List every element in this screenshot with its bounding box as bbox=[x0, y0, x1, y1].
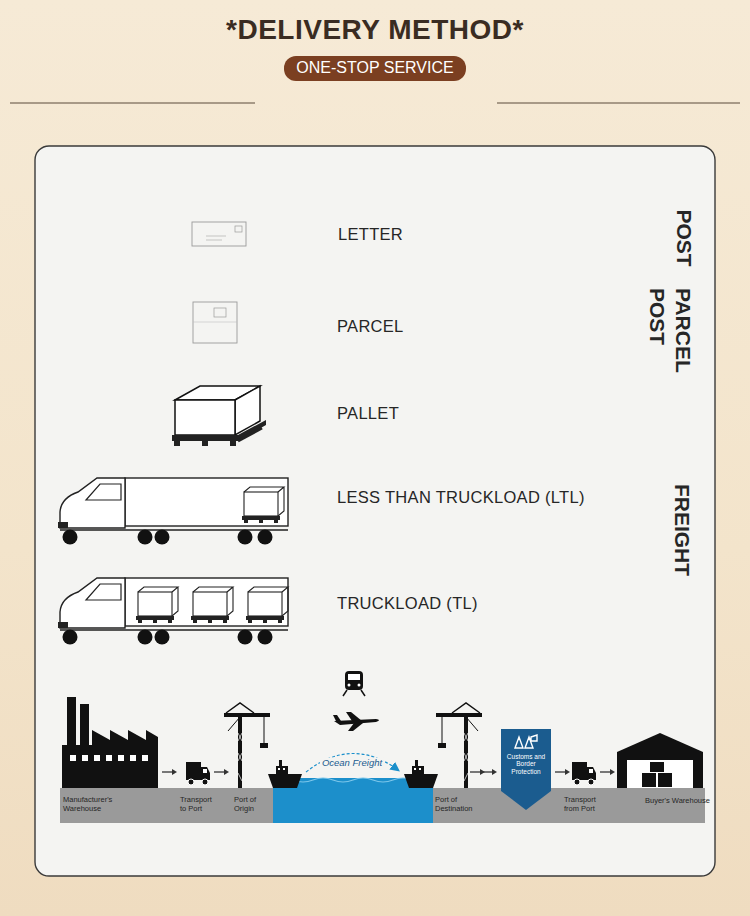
page-title: *DELIVERY METHOD* bbox=[226, 14, 524, 46]
step-label: Port of Origin bbox=[234, 796, 268, 813]
category-label: PARCEL POST bbox=[644, 288, 697, 378]
service-pill-text: ONE-STOP SERVICE bbox=[296, 59, 453, 77]
step-label: Port of Destination bbox=[435, 796, 481, 813]
method-label: LESS THAN TRUCKLOAD (LTL) bbox=[337, 488, 585, 507]
customs-badge: Customs and Border Protection bbox=[501, 729, 551, 810]
category-label: POST bbox=[672, 209, 696, 266]
step-label: Manufacturer's Warehouse bbox=[63, 796, 117, 813]
method-label: TRUCKLOAD (TL) bbox=[337, 594, 478, 613]
route-label: Ocean Freight bbox=[320, 758, 384, 769]
step-label: Transport from Port bbox=[564, 796, 608, 813]
step-label: Transport to Port bbox=[180, 796, 220, 813]
method-label: LETTER bbox=[338, 225, 403, 244]
method-label: PALLET bbox=[337, 404, 399, 423]
method-label: PARCEL bbox=[337, 317, 404, 336]
category-label: FREIGHT bbox=[670, 484, 694, 576]
customs-badge-text: Customs and Border Protection bbox=[504, 753, 548, 775]
step-label: Buyer's Warehouse bbox=[645, 797, 715, 806]
service-pill: ONE-STOP SERVICE bbox=[284, 56, 465, 81]
